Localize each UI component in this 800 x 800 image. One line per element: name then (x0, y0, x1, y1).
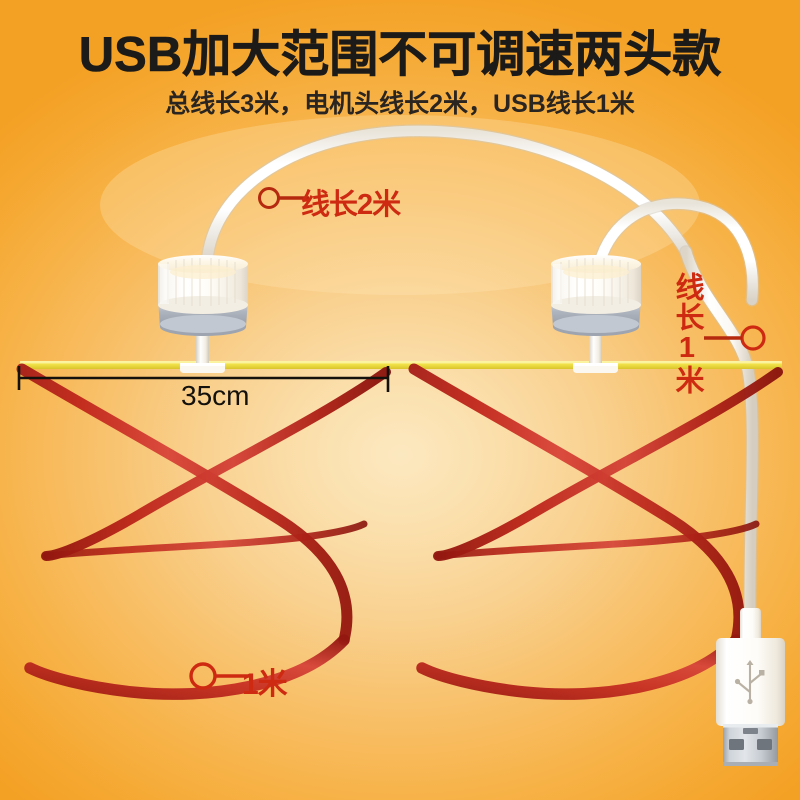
usb-connector (716, 608, 785, 766)
usb-trident-icon (734, 660, 765, 705)
leader-1m-right (704, 325, 766, 351)
motor-head-right (551, 255, 641, 373)
power-cable-arc (200, 124, 760, 307)
usb-cable (679, 245, 760, 623)
leader-2m (258, 187, 309, 209)
mounting-rod (20, 361, 782, 369)
leader-1m-bottom (189, 662, 250, 690)
motor-head-left (158, 255, 248, 373)
ribbon-spiral-left (16, 363, 391, 700)
ribbon-spiral-right (408, 363, 783, 700)
dimension-line-35cm (17, 366, 390, 392)
